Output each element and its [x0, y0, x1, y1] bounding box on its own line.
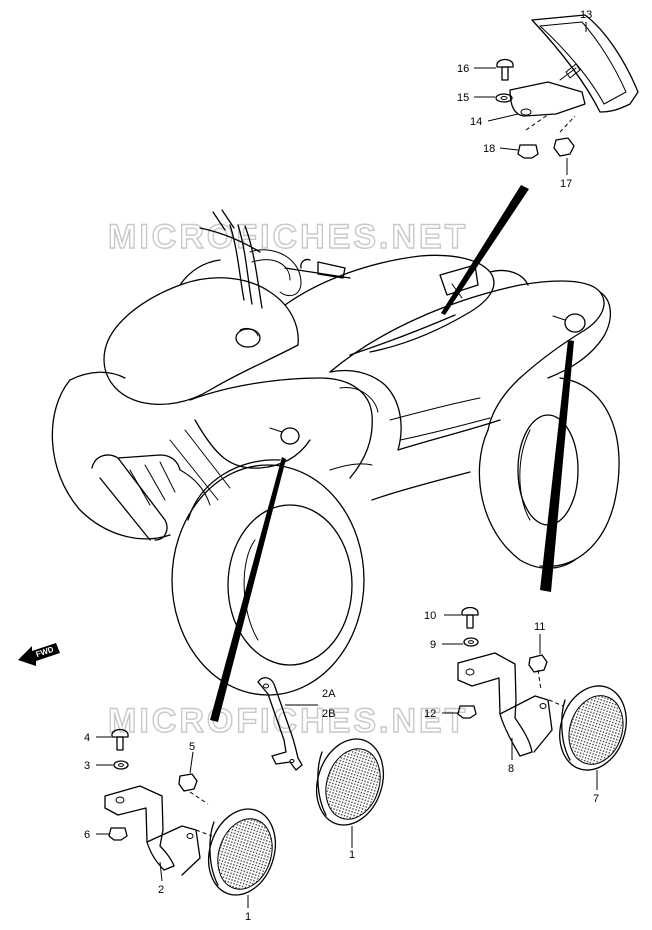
- fwd-direction-arrow: FWD: [18, 643, 60, 666]
- callout-3: 3: [84, 760, 90, 772]
- callout-5: 5: [189, 741, 195, 753]
- callout-14: 14: [470, 116, 482, 128]
- callout-16: 16: [457, 63, 469, 75]
- leader-lines: [96, 22, 598, 908]
- callout-17: 17: [560, 178, 572, 190]
- callout-18: 18: [483, 143, 495, 155]
- front-reflector-assembly: [104, 677, 384, 896]
- rear-reflector-assembly: [457, 606, 627, 771]
- callout-6: 6: [84, 829, 90, 841]
- callout-15: 15: [457, 92, 469, 104]
- pointer-wedge-front-side: [210, 457, 286, 722]
- callout-1-left: 1: [245, 911, 251, 923]
- callout-11: 11: [534, 621, 545, 633]
- callout-13: 13: [580, 9, 592, 21]
- callout-9: 9: [430, 639, 436, 651]
- callout-12: 12: [424, 708, 436, 720]
- callout-1-center: 1: [349, 849, 355, 861]
- callout-10: 10: [424, 610, 436, 622]
- license-plate-assembly: [495, 14, 639, 159]
- callout-7: 7: [593, 793, 599, 805]
- callout-2b: 2B: [322, 708, 335, 720]
- callout-8: 8: [508, 763, 514, 775]
- callout-2a: 2A: [322, 688, 336, 700]
- pointer-wedge-top: [441, 185, 529, 315]
- atv-illustration: [51, 209, 620, 696]
- pointer-wedge-rear-side: [540, 340, 574, 592]
- callout-2: 2: [158, 884, 164, 896]
- watermark-bottom: MICROFICHES.NET: [108, 702, 468, 740]
- watermark-top: MICROFICHES.NET: [108, 218, 468, 256]
- callout-4: 4: [84, 732, 90, 744]
